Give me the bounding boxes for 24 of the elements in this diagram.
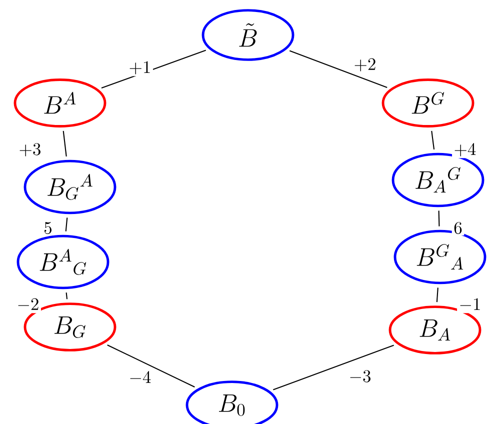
ellipse-node: $\tilde{B}$ xyxy=(202,9,294,61)
connector-line xyxy=(431,130,435,150)
ellipse-node: $B^{G}$ xyxy=(382,78,474,128)
connector-line xyxy=(66,292,68,300)
connector-line xyxy=(436,288,438,302)
edge-label: $5$ xyxy=(42,220,54,236)
edge-label: $-4$ xyxy=(127,370,153,386)
connector-line xyxy=(438,210,440,226)
connector-line xyxy=(65,218,68,232)
edge-label: $+3$ xyxy=(17,142,43,158)
edge-label: $6$ xyxy=(452,220,464,236)
edge-label: $-2$ xyxy=(15,296,41,314)
connector-line xyxy=(62,130,67,156)
connector-line xyxy=(107,344,195,388)
edge-label: $+4$ xyxy=(452,142,478,158)
edge-label: $+1$ xyxy=(127,60,153,76)
connector-line xyxy=(289,50,388,88)
edge-label: $-3$ xyxy=(347,368,373,386)
ellipse-node: $B^{A}{}_{G}$ xyxy=(16,234,110,290)
edge-label: $+2$ xyxy=(352,56,378,74)
connector-line xyxy=(273,344,394,390)
ellipse-node: $B^{A}$ xyxy=(14,78,106,128)
edge-label: $-1$ xyxy=(457,296,483,314)
ellipse-node: $B_{G}{}^{A}$ xyxy=(24,160,116,214)
